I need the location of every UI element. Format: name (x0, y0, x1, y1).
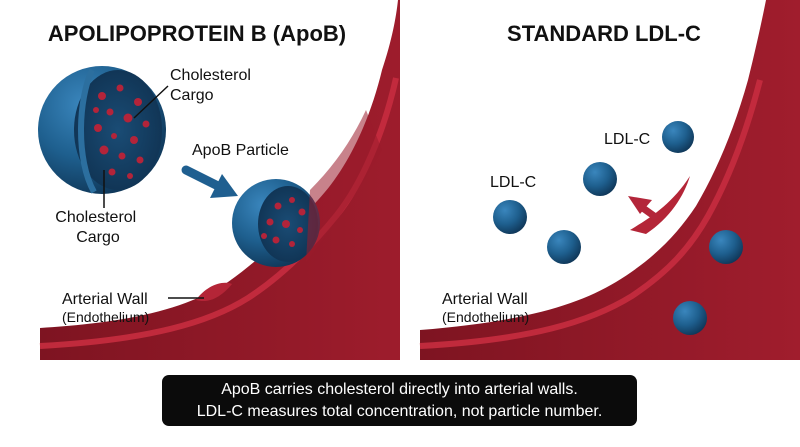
left-panel (38, 0, 400, 360)
ldl-particle (583, 162, 617, 196)
ldl-particles (493, 121, 743, 335)
ldl-particle (662, 121, 694, 153)
ldl-particle (673, 301, 707, 335)
apob-particle-large (38, 66, 166, 194)
cargo-callout-line-top (133, 85, 169, 119)
cargo-label-bottom-line2: Cargo (76, 229, 120, 246)
apob-particle-label: ApoB Particle (192, 142, 289, 159)
caption-line-1: ApoB carries cholesterol directly into a… (221, 380, 578, 398)
arterial-wall-right (419, 0, 800, 360)
apob-particle-embedded (232, 179, 320, 267)
particle-direction-arrow (181, 165, 238, 198)
ldl-particle (493, 200, 527, 234)
cargo-label-top-line2: Cargo (170, 87, 214, 104)
left-panel-title: APOLIPOPROTEIN B (ApoB) (48, 21, 346, 46)
cargo-label-bottom-line1: Cholesterol (55, 209, 136, 226)
ldl-particle (547, 230, 581, 264)
cargo-label-top: Cholesterol Cargo (170, 67, 255, 104)
wall-label-right: Arterial Wall (442, 291, 528, 308)
wall-sublabel-right: (Endothelium) (442, 309, 529, 325)
cargo-label-bottom: Cholesterol Cargo (55, 209, 140, 246)
wall-label-left: Arterial Wall (62, 291, 148, 308)
ldl-particle (709, 230, 743, 264)
cholesterol-cargo-dots (93, 84, 150, 179)
ldl-direction-arrow (628, 196, 658, 220)
right-panel (419, 0, 800, 360)
right-panel-title: STANDARD LDL-C (507, 21, 701, 46)
ldl-label-2: LDL-C (490, 174, 536, 191)
caption-line-2: LDL-C measures total concentration, not … (196, 402, 603, 420)
ldl-label-1: LDL-C (604, 131, 650, 148)
cargo-label-top-line1: Cholesterol (170, 67, 251, 84)
caption-box: ApoB carries cholesterol directly into a… (162, 375, 637, 426)
wall-sublabel-left: (Endothelium) (62, 309, 149, 325)
